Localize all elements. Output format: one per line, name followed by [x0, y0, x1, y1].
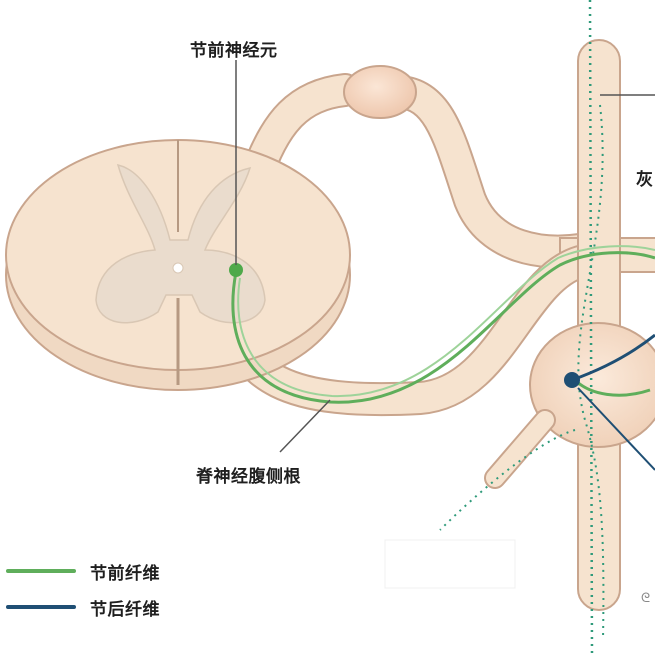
central-canal — [172, 262, 184, 274]
label-preganglionic-neuron: 节前神经元 — [190, 41, 278, 61]
postganglionic-neuron-body — [564, 372, 580, 388]
leader-ventral-root — [279, 399, 331, 453]
preganglionic-neuron-body — [229, 263, 243, 277]
blank-label-box — [384, 539, 516, 589]
paravertebral-ganglion — [529, 322, 655, 448]
label-ventral-root: 脊神经腹侧根 — [196, 467, 301, 487]
label-gray-partial: 灰 — [636, 170, 654, 190]
preganglionic-fiber-ganglion — [573, 378, 651, 397]
legend-swatch-postganglionic — [6, 605, 76, 609]
dotted-fiber-ganglion — [577, 104, 605, 641]
legend-label-postganglionic: 节后纤维 — [90, 600, 160, 620]
postganglionic-fiber — [571, 333, 655, 382]
preganglionic-fiber — [231, 251, 655, 404]
watermark-icon: ᘓ — [641, 591, 651, 606]
dotted-fiber-branch — [439, 429, 576, 531]
legend-label-preganglionic: 节前纤维 — [90, 564, 160, 584]
dorsal-root-ganglion — [343, 65, 417, 119]
preganglionic-fiber-inner — [237, 245, 655, 398]
legend-swatch-preganglionic — [6, 569, 76, 573]
postganglionic-fiber-down — [577, 387, 655, 471]
gray-matter — [95, 163, 266, 324]
